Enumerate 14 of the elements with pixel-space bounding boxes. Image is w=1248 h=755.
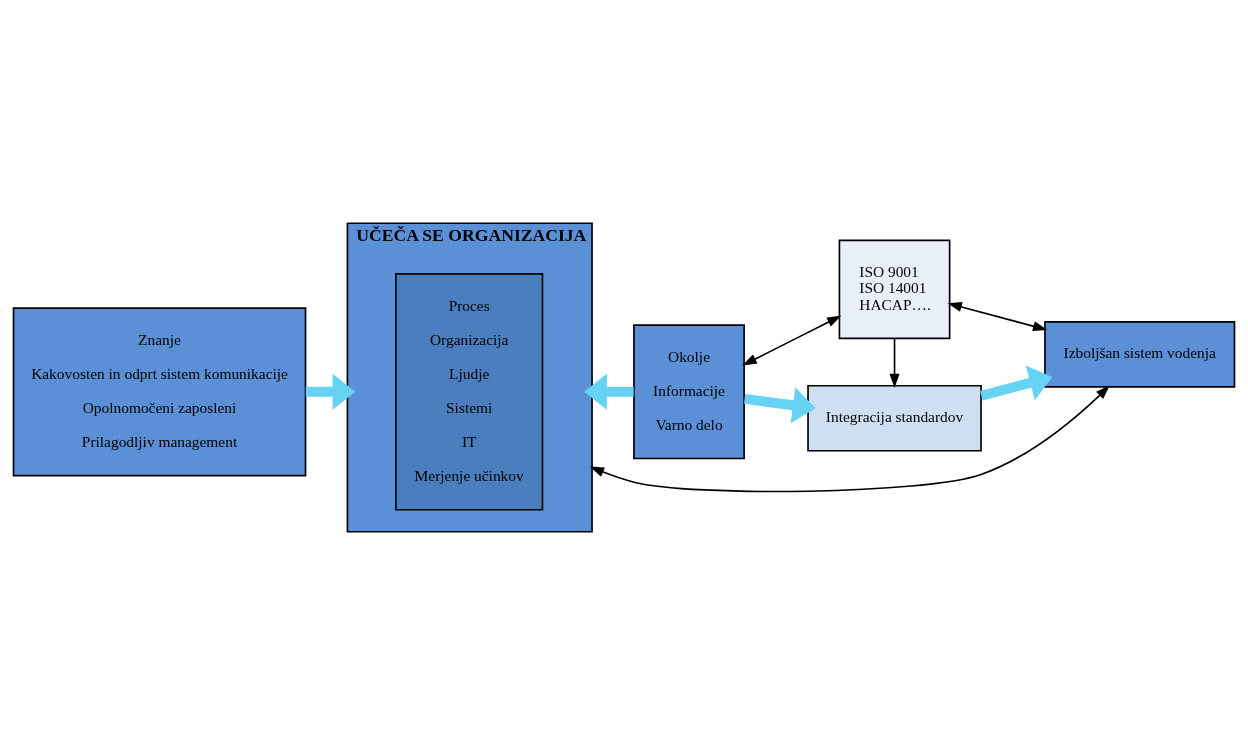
node-box: Izboljšan sistem vodenja (1044, 321, 1236, 388)
arrow (584, 373, 634, 410)
arrow (889, 337, 900, 389)
arrow (305, 373, 356, 410)
node-box: Integracija standardov (807, 384, 982, 452)
node-box: Proces Organizacija Ljudje Sistemi IT Merjenje učinkov (395, 273, 544, 511)
arrow (743, 387, 816, 424)
arrow (947, 302, 1048, 332)
arrow (589, 385, 1110, 493)
node-box: Okolje Informacije Varno delo (633, 324, 745, 460)
arrow (742, 315, 842, 366)
node-box: ISO 9001 ISO 14001 HACAP…. (838, 239, 951, 340)
node-box: Znanje Kakovosten in odprt sistem komunikacije Opolnomočeni zaposleni Prilagodljiv management (12, 307, 307, 477)
arrow (980, 365, 1053, 401)
